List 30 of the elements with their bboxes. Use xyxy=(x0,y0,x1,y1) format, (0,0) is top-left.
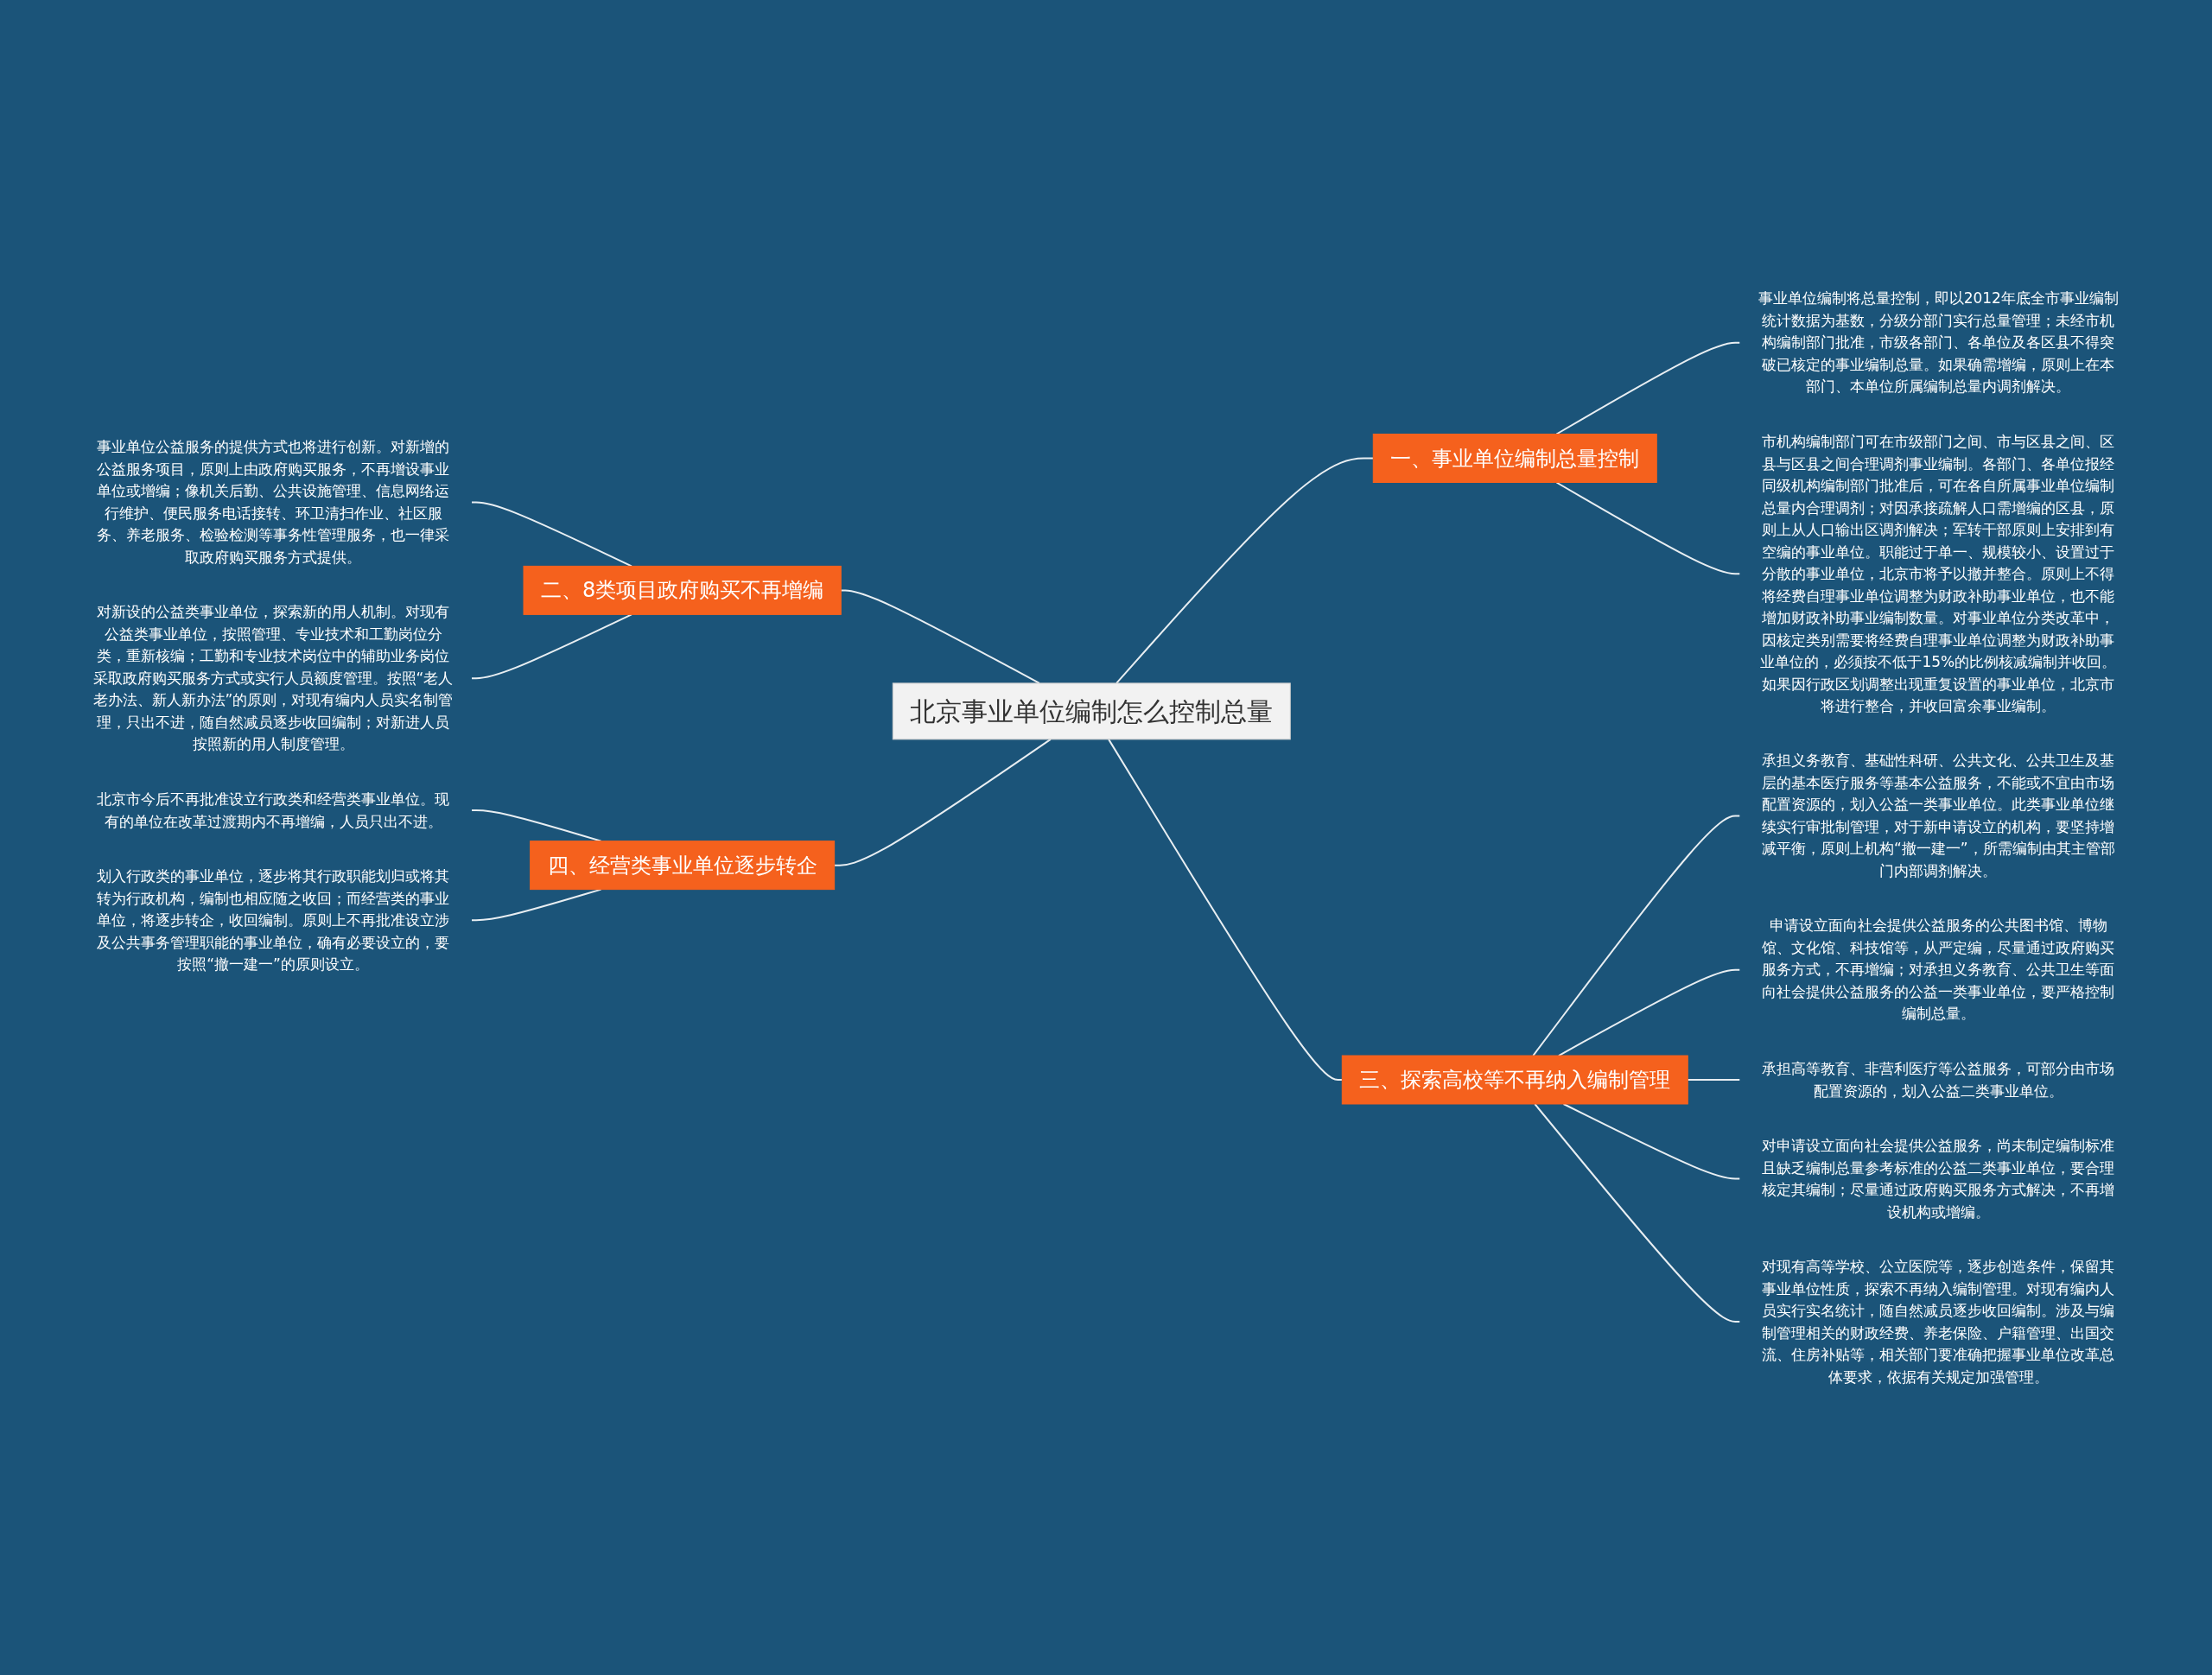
connector xyxy=(1558,968,1741,1056)
connector xyxy=(1555,481,1741,574)
node-text: 对现有高等学校、公立医院等，逐步创造条件，保留其事业单位性质，探索不再纳入编制管理。对现有编内人员实行实名统计，随自然减员逐步收回编制。涉及与编制管理相关的财政经费、养老保险、户籍管理、出国交流、住房补贴等，相关部门要准确把握事业单位改革总体要求，依据有关规定加强管理。 xyxy=(1762,1257,2115,1385)
connector xyxy=(834,738,1052,866)
connector xyxy=(1532,815,1741,1056)
node-text: 承担义务教育、基础性科研、公共文化、公共卫生及基层的基本医疗服务等基本公益服务，不能或不宜由市场配置资源的，划入公益一类事业单位。此类事业单位继续实行审批制管理，对于新申请设立的机构，要坚持增减平衡，原则上机构“撤一建一”，所需编制由其主管部门内部调剂解决。 xyxy=(1762,751,2115,879)
node-box: 三、探索高校等不再纳入编制管理 xyxy=(1342,1055,1689,1105)
node-box: 北京事业单位编制怎么控制总量 xyxy=(893,682,1292,740)
connector xyxy=(471,888,602,921)
connector xyxy=(1555,341,1741,435)
node-text: 市机构编制部门可在市级部门之间、市与区县之间、区县与区县之间合理调剂事业编制。各部门、各单位报经同级机构编制部门批准后，可在各自所属事业单位编制总量内合理调剂；对因承接疏解人口需增编的区县，原则上从人口输出区调剂解决；军转干部原则上安排到有空编的事业单位。职能过于单一、规模较小、设置过于分散的事业单位，北京市将予以撤并整合。原则上不得将经费自理事业单位调整为财政补助事业单位，也不能增加财政补助事业编制数量。对事业单位分类改革中，因核定类别需要将经费自理事业单位调整为财政补助事业单位的，必须按不低于15%的比例核减编制并收回。如果因行政区划调整出现重复设置的事业单位，北京市将进行整合，并收回富余事业编制。 xyxy=(1760,432,2117,714)
node-text: 事业单位编制将总量控制，即以2012年底全市事业编制统计数据为基数，分级分部门实行总量管理；未经市机构编制部门批准，市级各部门、各单位及各区县不得突破已核定的事业编制总量。如果确需增编，原则上在本部门、本单位所属编制总量内调剂解决。 xyxy=(1758,289,2120,395)
node-text: 对新设的公益类事业单位，探索新的用人机制。对现有公益类事业单位，按照管理、专业技术和工勤岗位分类，重新核编；工勤和专业技术岗位中的辅助业务岗位采取政府购买服务方式或实行人员额度管理。按照“老人老办法、新人新办法”的原则，对现有编内人员实名制管理，只出不进，随自然减员逐步收回编制；对新进人员按照新的用人制度管理。 xyxy=(92,602,454,752)
connector xyxy=(1534,1102,1741,1323)
node-box: 四、经营类事业单位逐步转企 xyxy=(530,840,836,890)
connector xyxy=(471,613,633,679)
node-text: 事业单位公益服务的提供方式也将进行创新。对新增的公益服务项目，原则上由政府购买服务，不再增设事业单位或增编；像机关后勤、公共设施管理、信息网络运行维护、便民服务电话接转、环卫清扫作业、社区服务、养老服务、检验检测等事务性管理服务，也一律采取政府购买服务方式提供。 xyxy=(97,437,450,566)
connector xyxy=(1687,1078,1741,1081)
connector xyxy=(1108,738,1344,1081)
node-box: 二、8类项目政府购买不再增编 xyxy=(523,565,842,615)
node-text: 对申请设立面向社会提供公益服务，尚未制定编制标准且缺乏编制总量参考标准的公益二类事业单位，要合理核定其编制；尽量通过政府购买服务方式解决，不再增设机构或增编。 xyxy=(1762,1136,2115,1220)
node-text: 承担高等教育、非营利医疗等公益服务，可部分由市场配置资源的，划入公益二类事业单位。 xyxy=(1762,1059,2115,1099)
connector xyxy=(471,501,633,568)
connector xyxy=(1116,457,1375,684)
node-box: 一、事业单位编制总量控制 xyxy=(1373,433,1658,483)
node-text: 北京市今后不再批准设立行政类和经营类事业单位。现有的单位在改革过渡期内不再增编，人员只出不进。 xyxy=(97,790,450,829)
connector xyxy=(840,589,1041,684)
node-text: 划入行政类的事业单位，逐步将其行政职能划归或将其转为行政机构，编制也相应随之收回；而经营类的事业单位，将逐步转企，收回编制。原则上不再批准设立涉及公共事务管理职能的事业单位，确有必要设立的，要按照“撤一建一”的原则设立。 xyxy=(97,866,450,973)
node-text: 申请设立面向社会提供公益服务的公共图书馆、博物馆、文化馆、科技馆等，从严定编，尽量通过政府购买服务方式，不再增编；对承担义务教育、公共卫生等面向社会提供公益服务的公益一类事业单位，要严格控制编制总量。 xyxy=(1762,916,2115,1022)
connector xyxy=(1562,1102,1741,1180)
